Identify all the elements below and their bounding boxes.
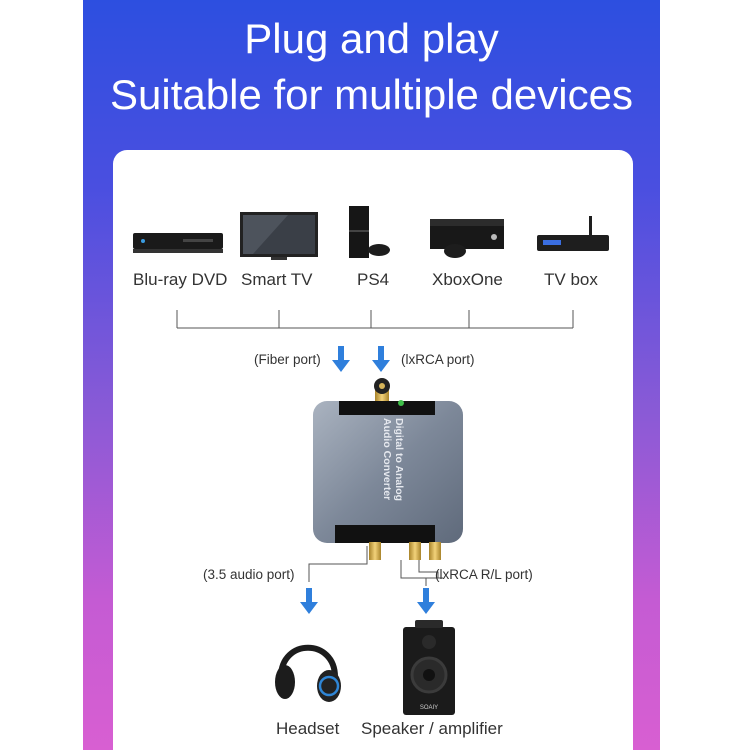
- ps4-console-icon: [349, 206, 390, 258]
- headline-line-1: Plug and play: [244, 15, 499, 62]
- bluray-player-icon: [133, 233, 223, 253]
- smart-tv-icon: [240, 212, 318, 260]
- output-connectors: [308, 546, 443, 586]
- product-banner: Plug and play Suitable for multiple devi…: [83, 0, 660, 750]
- rca-rl-port-label: (lxRCA R/L port): [435, 567, 533, 582]
- device-label-bluray: Blu-ray DVD: [133, 270, 228, 289]
- connection-diagram: Digital to Analog Audio Converter: [133, 206, 609, 715]
- aux-port-label: (3.5 audio port): [203, 567, 295, 582]
- converter-device: [313, 378, 463, 560]
- tv-box-icon: [537, 216, 609, 251]
- xbox-one-console-icon: [430, 219, 504, 258]
- converter-label: Digital to Analog Audio Converter: [381, 418, 405, 504]
- headset-label: Headset: [276, 719, 340, 738]
- device-label-ps4: PS4: [357, 270, 390, 289]
- fiber-arrow-icon: [332, 346, 350, 372]
- fiber-port-label: (Fiber port): [254, 352, 321, 367]
- device-bracket: [176, 310, 574, 329]
- device-label-tv-box: TV box: [544, 270, 598, 289]
- rca-arrow-icon: [372, 346, 390, 372]
- speaker-arrow-icon: [417, 588, 435, 614]
- headset-arrow-icon: [300, 588, 318, 614]
- headset-icon: [275, 644, 341, 702]
- diagram-card: Digital to Analog Audio Converter: [113, 150, 633, 750]
- speaker-icon: SOAIY: [403, 620, 455, 715]
- device-label-smart-tv: Smart TV: [241, 270, 313, 289]
- speaker-label: Speaker / amplifier: [361, 719, 503, 738]
- device-label-xbox: XboxOne: [432, 270, 503, 289]
- headline-line-2: Suitable for multiple devices: [110, 71, 633, 118]
- rca-port-label: (lxRCA port): [401, 352, 475, 367]
- svg-text:SOAIY: SOAIY: [420, 705, 438, 711]
